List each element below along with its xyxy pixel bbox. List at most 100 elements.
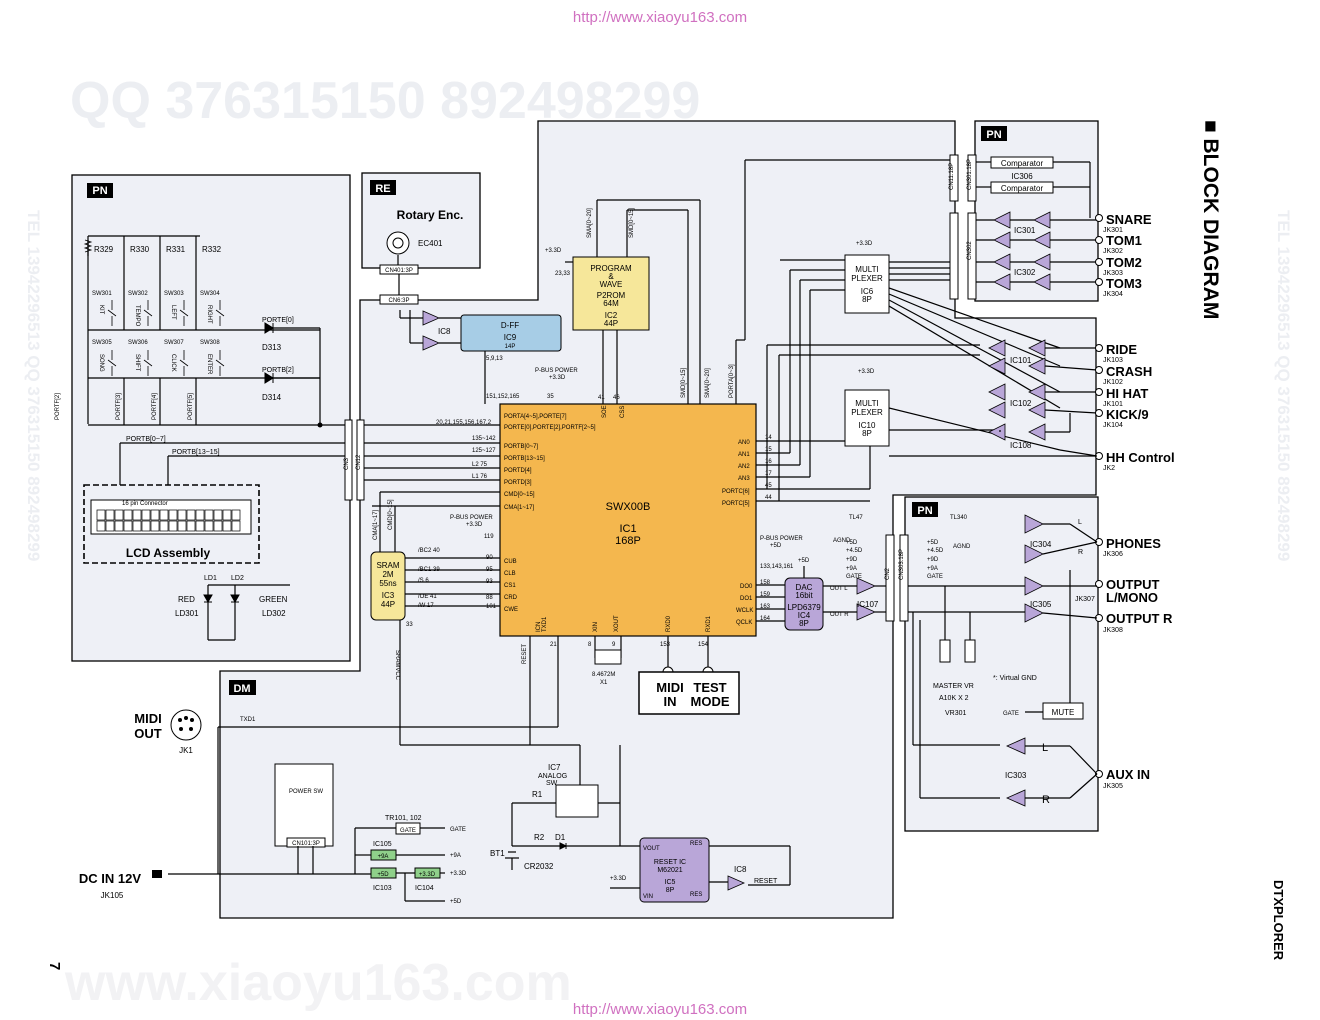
dm-out-9a: +9A: [450, 853, 461, 859]
phones-r: R: [1078, 549, 1083, 556]
svg-text:L1 76: L1 76: [472, 474, 488, 480]
jack-hihat: HI HAT: [1106, 386, 1148, 401]
ic7-l1: IC7: [548, 763, 561, 772]
rail-45d-r: +4.5D: [927, 548, 944, 554]
lcd-label: LCD Assembly: [126, 546, 211, 560]
cma-label: CMA[1~17]: [373, 509, 379, 540]
d313-label: D313: [262, 343, 282, 352]
svg-text:153: 153: [660, 642, 671, 648]
sw305-label: SW305: [92, 340, 112, 346]
reset-l1: RESET IC: [654, 859, 686, 866]
cr2032-label: CR2032: [524, 862, 554, 871]
svg-text:101: 101: [486, 604, 497, 610]
dac-l2: 16bit: [795, 591, 813, 600]
jacks: [1095, 214, 1103, 778]
pn-tr-tag-text: PN: [986, 129, 1001, 141]
midi-out-l2: OUT: [134, 726, 162, 741]
svg-text:CWE: CWE: [504, 607, 518, 613]
phones-l: L: [1078, 519, 1082, 526]
agnd-right: AGND: [953, 544, 971, 550]
svg-text:45: 45: [765, 483, 772, 489]
svg-text:TXD1: TXD1: [542, 616, 548, 632]
watermark-tel-right: TEL 13942296513 QQ 376315150 892498299: [1274, 210, 1293, 561]
smd-label-b: SMD[0~15]: [681, 367, 687, 398]
rom-l6: IC2: [605, 311, 618, 320]
svg-text:CN11:18P: CN11:18P: [949, 163, 955, 190]
txd1-label: TXD1: [240, 717, 256, 723]
rom-l4: P2ROM: [597, 291, 626, 300]
sw-kit-label: KIT: [98, 305, 104, 315]
v33d-label-1: +3.3D: [466, 522, 483, 528]
midi-out-din-icon: [170, 709, 202, 741]
ic7-l2: ANALOG: [538, 773, 567, 780]
svg-text:14: 14: [765, 435, 772, 441]
jack-output: OUTPUT: [1106, 577, 1160, 592]
pin35: 35: [547, 394, 554, 400]
dm-out-33d: +3.3D: [450, 871, 467, 877]
jack-tom2: TOM2: [1106, 255, 1142, 270]
reset-ic5: [639, 837, 710, 903]
reset-l3: IC5: [665, 879, 676, 886]
mux6-l2: PLEXER: [851, 274, 883, 283]
reset-l4: 8P: [666, 887, 675, 894]
pn-br-tag-text: PN: [917, 505, 932, 517]
pbus-label-1: P-BUS POWER: [450, 515, 493, 521]
sram-l5: 44P: [381, 600, 395, 609]
pn-tr-tag: [981, 126, 1007, 141]
rail-5d-l: +5D: [846, 540, 858, 546]
smd-label-a: SMD[0~15]: [629, 207, 635, 238]
out-r-label: OUT R: [830, 612, 849, 618]
ic303-label: IC303: [1005, 771, 1027, 780]
r331-label: R331: [166, 245, 186, 254]
dac-l3: LPD6379: [787, 603, 821, 612]
dc-in-label: DC IN 12V: [79, 871, 141, 886]
mux10-l3: IC10: [859, 421, 876, 430]
ic7-analog-sw: [555, 784, 599, 818]
mem-bc2: /BC2 40: [418, 548, 440, 554]
jack-tom1: TOM1: [1106, 233, 1142, 248]
dc-in-id: JK105: [101, 891, 124, 900]
pad-buffers-top: IC301 IC302: [976, 211, 1097, 291]
sram-chip: [370, 551, 406, 621]
svg-text:159: 159: [760, 592, 771, 598]
sma-label-b: SMA[0~20]: [705, 368, 711, 398]
svg-text:15: 15: [765, 447, 772, 453]
ic303-l: L: [1042, 742, 1048, 754]
sw304-label: SW304: [200, 291, 220, 297]
pad-buffers-mid: IC101 IC102 IC108: [988, 339, 1098, 457]
svg-text:CN302: CN302: [967, 241, 973, 260]
sw302-label: SW302: [128, 291, 148, 297]
v5d-label: +5D: [770, 543, 782, 549]
rotary-encoder-knob: [392, 237, 404, 249]
test-mode-l1: TEST: [693, 680, 726, 695]
reset-section: IC7 ANALOG SW R1 R2 D1 BT1 CR2032 RESET …: [490, 745, 791, 903]
jack-crash: CRASH: [1106, 364, 1152, 379]
gate-tr-label: GATE: [400, 828, 416, 834]
dm-out-5d: +5D: [450, 899, 462, 905]
dc-jack-icon: [152, 870, 162, 878]
sram-l2: 2M: [382, 570, 393, 579]
midi-in-l1: MIDI: [656, 680, 683, 695]
svg-text:164: 164: [760, 616, 771, 622]
svg-text:158: 158: [760, 580, 771, 586]
rom-l5: 64M: [603, 299, 619, 308]
rom-l1: PROGRAM: [590, 264, 632, 273]
midi-in-l2: IN: [664, 694, 677, 709]
jack-output-r: OUTPUT R: [1106, 611, 1173, 626]
sw-song-label: SONG: [98, 354, 104, 372]
rom-wires: [565, 159, 955, 404]
portf3-label: PORTF[3]: [116, 393, 122, 420]
pn-br-tag: [912, 502, 938, 517]
svg-text:RXD0: RXD0: [666, 615, 672, 632]
swx-right-pins: AN0 AN1 AN2 AN3 PORTC[6] PORTC[5] 14 15 …: [722, 435, 772, 626]
svg-text:XOUT: XOUT: [614, 615, 620, 632]
ic303-r: R: [1042, 794, 1050, 806]
cn6-label: CN6:3P: [388, 298, 409, 304]
watermark: QQ 376315150 892498299 www.xiaoyu163.com…: [24, 72, 1293, 1012]
sram-l4: IC3: [382, 591, 395, 600]
swx-bottom-pins: ICN TXD1 XIN XOUT RXD0 RXD1 21 8 9 153 1…: [522, 615, 712, 664]
power-section: POWER SW CN101:3P TR101, 102 GATE GATE I…: [79, 727, 467, 905]
dff-label: D-FF: [501, 321, 519, 330]
comparator-b-label: Comparator: [1001, 184, 1044, 193]
pins-133: 133,143,161: [760, 564, 794, 570]
